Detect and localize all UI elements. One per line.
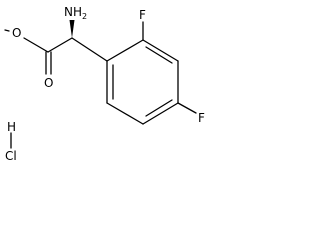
ring-bond-2: [142, 39, 179, 62]
atom-amine: NH2: [64, 5, 87, 21]
bond-oxygen-carbonyl: [23, 37, 49, 53]
ring-inner-double-1: [145, 46, 173, 64]
ring-bond-5: [106, 102, 144, 125]
bond-methyl-oxygen: [4, 29, 10, 32]
bonds: [4, 21, 197, 149]
wedge-bond-alpha-amine: [69, 20, 75, 38]
bond-alpha-ring: [71, 37, 108, 62]
atom-fluorine-para: F: [198, 111, 205, 125]
atom-labels: NH2 O O F F H Cl: [5, 5, 205, 163]
ring-inner-double-2: [145, 99, 173, 117]
atom-amine-subscript: 2: [82, 12, 87, 21]
bond-carbonyl-alpha: [47, 37, 73, 53]
ring-bond-4: [142, 102, 179, 125]
atom-chlorine: Cl: [5, 149, 17, 163]
bond-ring-fluorine-para: [177, 102, 197, 114]
atom-amine-main: NH: [64, 5, 82, 19]
chemical-structure-diagram: NH2 O O F F H Cl: [4, 5, 205, 163]
atom-ester-oxygen: O: [12, 26, 21, 40]
atom-fluorine-ortho: F: [139, 8, 146, 22]
atom-carbonyl-oxygen: O: [44, 76, 53, 90]
atom-hydrogen: H: [7, 120, 16, 134]
ring-bond-1: [106, 39, 144, 62]
